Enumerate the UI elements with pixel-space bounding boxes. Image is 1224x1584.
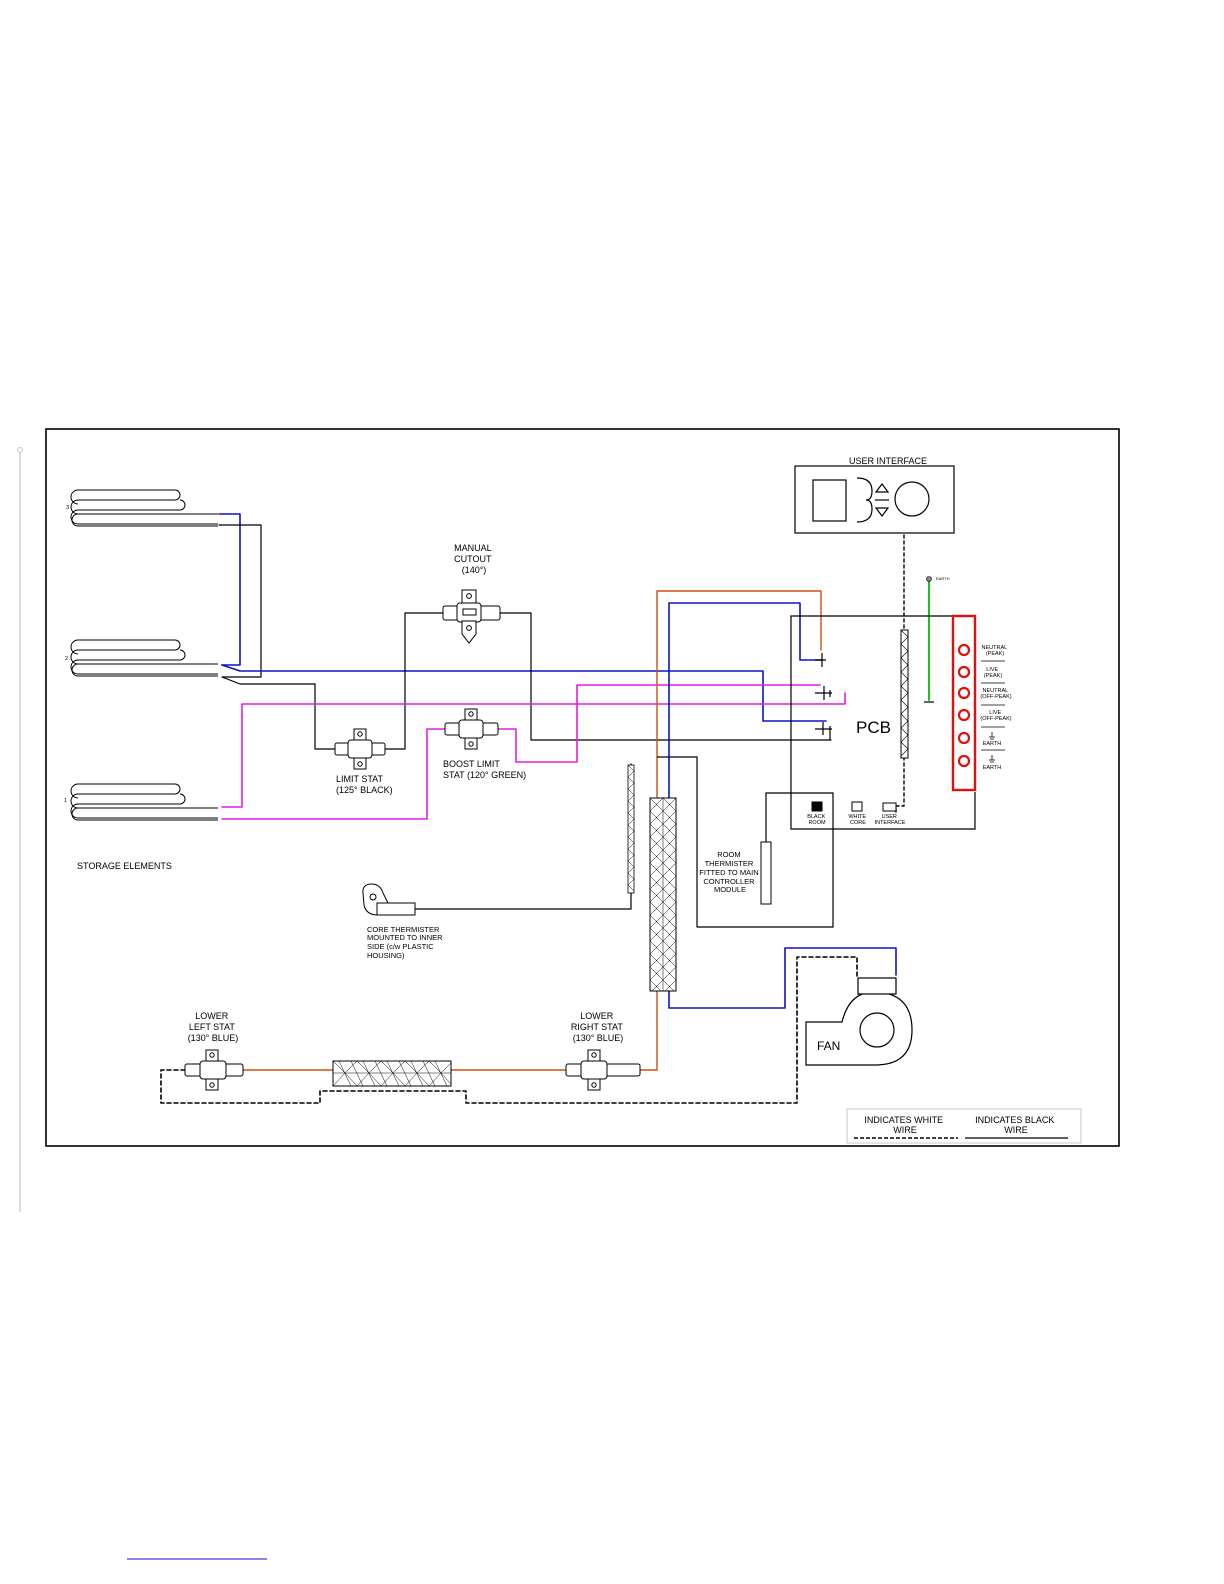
connector-black-room bbox=[811, 801, 823, 812]
terminal-label-live-peak: LIVE (PEAK) bbox=[984, 667, 1003, 679]
terminal-label-earth-1: EARTH bbox=[983, 741, 1002, 747]
terminal-neutral-peak bbox=[957, 643, 971, 657]
terminal-label-neutral-offpeak: NEUTRAL (OFF-PEAK) bbox=[980, 688, 1011, 700]
element-3-number: 3 bbox=[66, 505, 69, 511]
terminal-live-offpeak bbox=[957, 708, 971, 722]
wire-black-element3-element2 bbox=[218, 524, 262, 678]
connector-white-core-label: WHITE CORE bbox=[848, 814, 867, 826]
terminal-live-peak bbox=[957, 665, 971, 679]
connector-black-room-label: BLACK ROOM bbox=[807, 814, 827, 826]
terminal-neutral-offpeak bbox=[957, 686, 971, 700]
storage-element-3 bbox=[70, 489, 218, 527]
terminal-label-earth-2: EARTH bbox=[983, 765, 1002, 771]
limit-stat bbox=[334, 728, 386, 770]
terminal-separators bbox=[981, 660, 1005, 763]
wire-black-core-thermistor bbox=[414, 763, 632, 910]
earth-point bbox=[926, 576, 932, 582]
wire-magenta-element1-pcb bbox=[221, 692, 846, 808]
storage-element-1 bbox=[70, 783, 218, 821]
storage-element-2 bbox=[70, 639, 218, 677]
pcb-board bbox=[790, 615, 976, 830]
legend-black-wire-label: INDICATES BLACK WIRE bbox=[975, 1115, 1057, 1135]
diagram-frame bbox=[45, 428, 1120, 1147]
wire-orange-rightstat-pcb bbox=[639, 590, 822, 1071]
user-interface-label: USER INTERFACE bbox=[849, 456, 927, 466]
core-thermistor bbox=[362, 883, 416, 916]
fan-label: FAN bbox=[817, 1039, 840, 1053]
wire-black-limitstat-cutout bbox=[384, 612, 444, 750]
wire-black-cutout-pcb bbox=[499, 612, 832, 741]
manual-cutout-stat bbox=[442, 589, 501, 644]
wire-black-element2-limitstat bbox=[221, 676, 336, 750]
element-2-number: 2 bbox=[65, 656, 68, 662]
connector-user-interface-label: USER INTERFACE bbox=[875, 814, 906, 826]
element-1-number: 1 bbox=[64, 798, 67, 804]
terminal-label-neutral-peak: NEUTRAL (PEAK) bbox=[982, 645, 1009, 657]
wire-blue-fan-pcb bbox=[668, 602, 897, 1009]
lower-right-stat bbox=[565, 1049, 641, 1091]
terminal-earth-2 bbox=[957, 754, 971, 768]
wire-blue-element3-element2 bbox=[218, 513, 241, 666]
limit-stat-label: LIMIT STAT (125° BLACK) bbox=[336, 774, 393, 795]
user-interface-panel bbox=[794, 465, 955, 534]
terminal-block bbox=[951, 614, 977, 792]
boost-limit-stat bbox=[444, 708, 499, 750]
connector-user-interface bbox=[882, 802, 897, 812]
sleeve-thin-vertical bbox=[627, 764, 635, 894]
earth-small-label: EARTH bbox=[936, 576, 950, 581]
room-thermistor bbox=[760, 841, 772, 905]
lower-left-stat-label: LOWER LEFT STAT (130° BLUE) bbox=[188, 1011, 239, 1043]
manual-cutout-label: MANUAL CUTOUT (140°) bbox=[454, 543, 494, 575]
wire-magenta-element1-booststat bbox=[221, 728, 446, 820]
wire-black-room-thermistor bbox=[696, 756, 834, 928]
legend bbox=[846, 1108, 1082, 1144]
lower-right-stat-label: LOWER RIGHT STAT (130° BLUE) bbox=[571, 1011, 625, 1043]
wire-white-dashed-loop bbox=[160, 956, 858, 1104]
wire-blue-element2-pcb bbox=[221, 664, 827, 722]
legend-white-wire-label: INDICATES WHITE WIRE bbox=[864, 1115, 945, 1135]
boost-limit-stat-label: BOOST LIMIT STAT (120° GREEN) bbox=[443, 759, 526, 780]
margin-dot bbox=[17, 447, 23, 453]
fan-unit bbox=[805, 977, 913, 1066]
sleeve-horizontal bbox=[332, 1060, 452, 1087]
pcb-label: PCB bbox=[856, 718, 891, 737]
connector-white-core bbox=[851, 801, 863, 812]
lower-left-stat bbox=[184, 1049, 244, 1091]
wire-magenta-booststat-pcb bbox=[497, 684, 821, 763]
sleeve-main-vertical bbox=[649, 797, 677, 992]
core-thermistor-label: CORE THERMISTER MOUNTED TO INNER SIDE (c… bbox=[367, 925, 445, 960]
terminal-label-live-offpeak: LIVE (OFF-PEAK) bbox=[980, 710, 1011, 722]
terminal-earth-1 bbox=[957, 731, 971, 745]
storage-elements-label: STORAGE ELEMENTS bbox=[77, 861, 172, 871]
room-thermistor-label: ROOM THERMISTER FITTED TO MAIN CONTROLLE… bbox=[699, 850, 760, 894]
